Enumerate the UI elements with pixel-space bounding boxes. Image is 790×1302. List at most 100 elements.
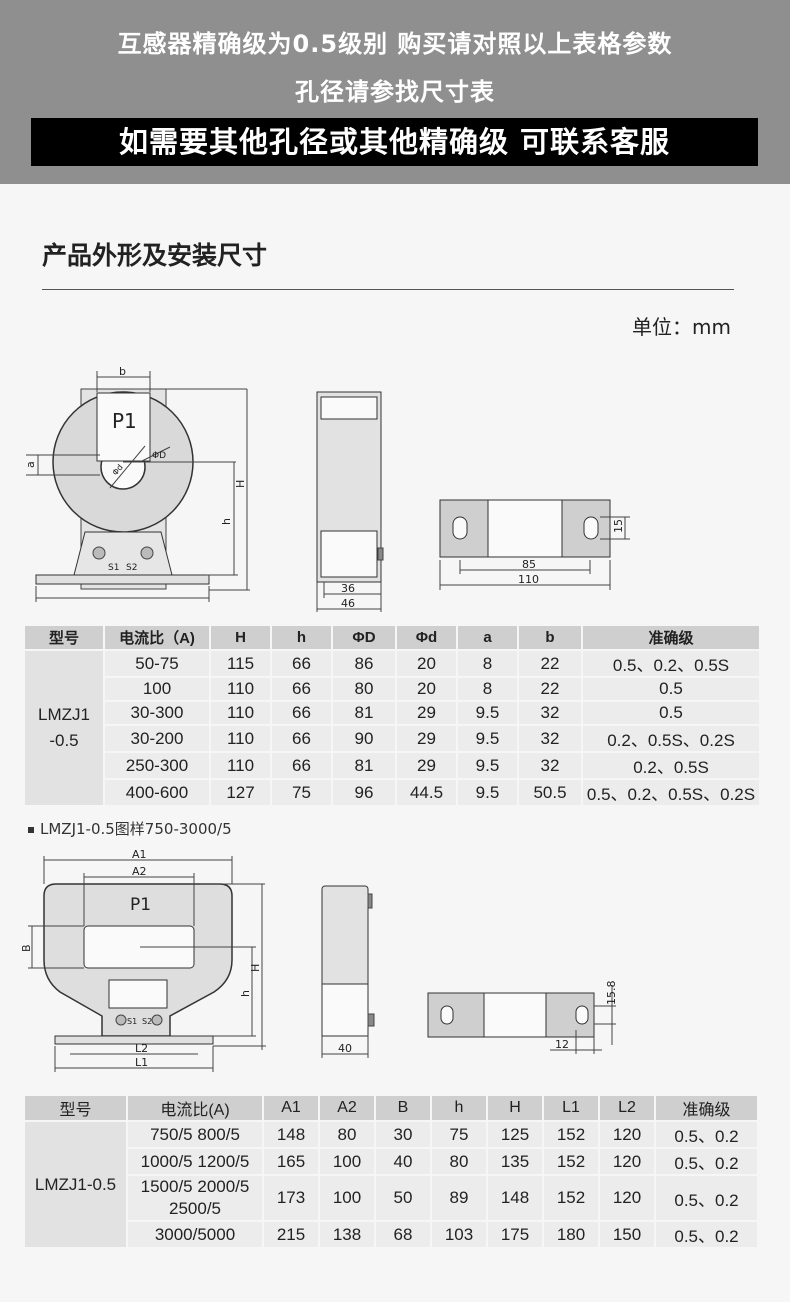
cell: 96: [331, 778, 397, 807]
model-cell: LMZJ1 -0.5: [23, 649, 105, 807]
cell: 148: [486, 1174, 544, 1222]
col-header: A2: [318, 1094, 376, 1122]
spec-table-1: 型号 电流比（A) H h ΦD Φd a b 准确级 LMZJ1 -0.5 5…: [23, 624, 761, 807]
cell: 0.5、0.2: [654, 1120, 759, 1149]
col-header: h: [270, 624, 333, 651]
cell: 3000/5000: [126, 1220, 264, 1249]
dim-12: 12: [555, 1038, 569, 1051]
cell: 66: [270, 751, 333, 780]
dim-15-8: 15.8: [605, 981, 618, 1006]
cell: 120: [598, 1174, 656, 1222]
col-header: H: [486, 1094, 544, 1122]
cell: 29: [395, 724, 458, 753]
bullet-square-icon: [28, 826, 34, 833]
label-L1: L1: [135, 1056, 148, 1069]
table-row: 400-600 127 75 96 44.5 9.5 50.5 0.5、0.2、…: [24, 778, 761, 807]
col-header: 电流比(A): [126, 1094, 264, 1122]
cell: 120: [598, 1147, 656, 1176]
cell: 22: [517, 649, 583, 678]
label-H: H: [234, 480, 247, 488]
cell: 50-75: [103, 649, 211, 678]
table-header-row: 型号 电流比（A) H h ΦD Φd a b 准确级: [23, 624, 761, 651]
cell: 40: [374, 1147, 432, 1176]
cell: 9.5: [456, 751, 519, 780]
table-row: 250-300 110 66 81 29 9.5 32 0.2、0.5S: [24, 751, 761, 780]
cell: 66: [270, 649, 333, 678]
cell: 115: [209, 649, 272, 678]
top-banner: 互感器精确级为0.5级别 购买请对照以上表格参数 孔径请参找尺寸表 如需要其他孔…: [0, 0, 790, 184]
cell: 68: [374, 1220, 432, 1249]
cell: 22: [517, 676, 583, 702]
model-line-1: LMZJ1: [38, 705, 90, 724]
spec-table-2: 型号 电流比(A) A1 A2 B h H L1 L2 准确级 LMZJ1-0.…: [23, 1094, 759, 1249]
label-S1: S1: [108, 563, 119, 573]
banner-line-2: 孔径请参找尺寸表: [295, 78, 495, 106]
cell: 127: [209, 778, 272, 807]
cell: 89: [430, 1174, 488, 1222]
unit-label: 单位：mm: [632, 315, 731, 339]
cell: 9.5: [456, 724, 519, 753]
cell: 110: [209, 751, 272, 780]
table-row: 30-200 110 66 90 29 9.5 32 0.2、0.5S、0.2S: [24, 724, 761, 753]
col-header: 准确级: [581, 624, 761, 651]
dim-110: 110: [518, 573, 539, 586]
cell: 32: [517, 700, 583, 726]
label-h2: h: [239, 990, 252, 997]
cell: 750/5 800/5: [126, 1120, 264, 1149]
cell: 215: [262, 1220, 320, 1249]
cell: 100: [103, 676, 211, 702]
col-header: Φd: [395, 624, 458, 651]
cell: 0.5、0.2: [654, 1220, 759, 1249]
drawing2-caption-text: LMZJ1-0.5图样750-3000/5: [40, 820, 232, 838]
cell: 30-300: [103, 700, 211, 726]
col-header: 准确级: [654, 1094, 759, 1122]
banner-line-1: 互感器精确级为0.5级别 购买请对照以上表格参数: [117, 30, 673, 58]
table-row: 1000/5 1200/5 165 100 40 80 135 152 120 …: [24, 1147, 759, 1176]
col-header: b: [517, 624, 583, 651]
cell: 173: [262, 1174, 320, 1222]
cell: 9.5: [456, 700, 519, 726]
label-L2: L2: [135, 1042, 148, 1055]
cell: 125: [486, 1120, 544, 1149]
cell: 0.5、0.2、0.5S: [581, 649, 761, 678]
cell: 90: [331, 724, 397, 753]
col-header: ΦD: [331, 624, 397, 651]
cell: 0.5、0.2、0.5S、0.2S: [581, 778, 761, 807]
cell: 86: [331, 649, 397, 678]
drawing2-base-plate: [427, 985, 616, 1054]
cell: 0.2、0.5S: [581, 751, 761, 780]
cell: 30: [374, 1120, 432, 1149]
dim-85: 85: [522, 558, 536, 571]
model-line-2: -0.5: [49, 731, 79, 750]
cell: 80: [331, 676, 397, 702]
cell: 148: [262, 1120, 320, 1149]
table-row: LMZJ1-0.5 750/5 800/5 148 80 30 75 125 1…: [23, 1120, 759, 1249]
label-S1-2: S1: [127, 1017, 137, 1026]
cell: 50.5: [517, 778, 583, 807]
cell: 20: [395, 649, 458, 678]
drawing2-caption: LMZJ1-0.5图样750-3000/5: [28, 818, 232, 839]
cell: 29: [395, 700, 458, 726]
cell: 110: [209, 700, 272, 726]
cell: 0.5、0.2: [654, 1174, 759, 1222]
col-header: 型号: [23, 624, 105, 651]
label-b: b: [119, 365, 126, 378]
cell: 81: [331, 700, 397, 726]
model-cell: LMZJ1-0.5: [23, 1120, 128, 1249]
cell: 44.5: [395, 778, 458, 807]
label-a: a: [24, 461, 37, 468]
label-S2: S2: [126, 563, 137, 573]
cell: 110: [209, 676, 272, 702]
dim-46: 46: [341, 597, 355, 610]
col-header: H: [209, 624, 272, 651]
cell: 110: [209, 724, 272, 753]
table-row: 100 110 66 80 20 8 22 0.5: [24, 676, 761, 702]
label-phi-D: ΦD: [152, 451, 166, 461]
cell: 250-300: [103, 751, 211, 780]
cell: 135: [486, 1147, 544, 1176]
col-header: L2: [598, 1094, 656, 1122]
dim-36: 36: [341, 582, 355, 595]
cell: 120: [598, 1120, 656, 1149]
cell: 75: [270, 778, 333, 807]
